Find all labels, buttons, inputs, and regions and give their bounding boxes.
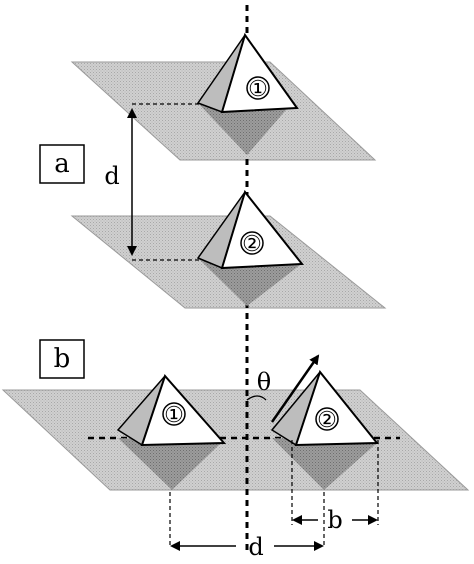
plane-b	[1, 389, 470, 491]
distance-d-vertical	[127, 103, 200, 261]
projection-guides	[169, 440, 379, 548]
molecule-2-bottom-label: ②	[317, 408, 337, 433]
theta-label: θ	[257, 368, 271, 396]
molecule-2-top-label: ②	[242, 232, 262, 257]
molecule-1-bottom-label: ①	[164, 403, 184, 428]
molecule-1-top	[196, 32, 299, 155]
panel-label-b	[39, 339, 85, 379]
molecule-2-top	[196, 189, 304, 306]
spacing-b-label: b	[327, 506, 342, 534]
molecule-1-top-marker	[246, 76, 270, 100]
panel-label-a-text: a	[54, 149, 70, 179]
panel-label-b-text: b	[54, 344, 71, 374]
molecule-1-bottom	[116, 374, 227, 490]
molecule-1-bottom-marker	[162, 402, 186, 426]
panel-label-a	[39, 144, 85, 184]
distance-d-horizontal-label: d	[248, 533, 263, 559]
distance-d-vertical-label: d	[104, 162, 119, 190]
molecule-1-top-label: ①	[248, 77, 268, 102]
slip-angle	[246, 354, 320, 423]
molecule-2-bottom-marker	[315, 407, 339, 431]
molecule-2-top-marker	[240, 231, 264, 255]
molecule-2-bottom	[270, 369, 380, 490]
